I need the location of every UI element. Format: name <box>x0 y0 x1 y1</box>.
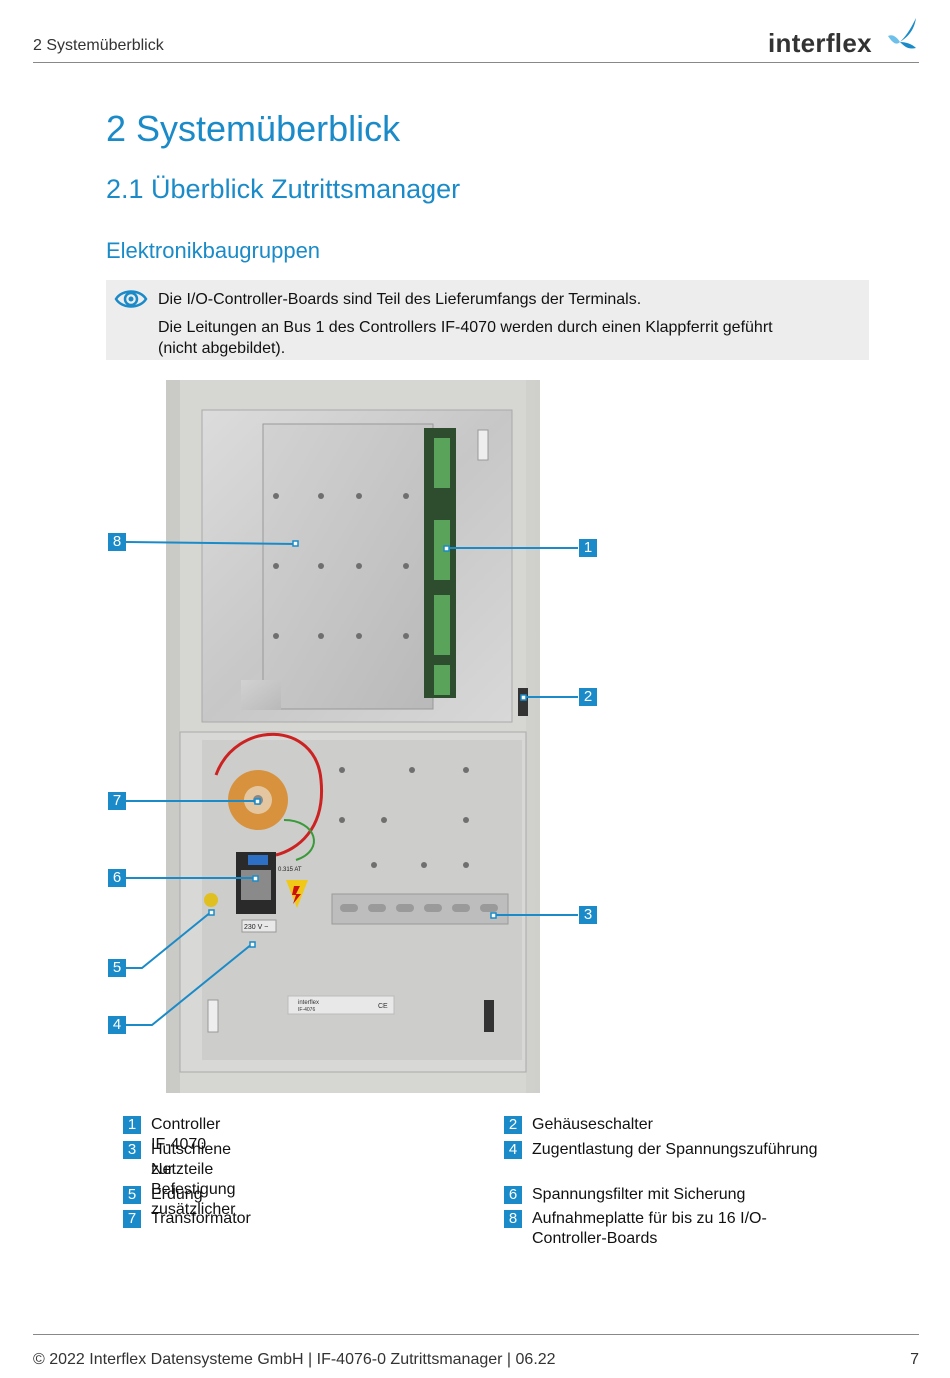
legend-number: 3 <box>123 1141 141 1159</box>
legend-text: Spannungsfilter mit Sicherung <box>532 1185 745 1205</box>
legend-number: 7 <box>123 1210 141 1228</box>
callout-7: 7 <box>108 792 126 810</box>
legend-text: Transformator <box>151 1209 251 1229</box>
legend-text-cont: Controller-Boards <box>532 1229 657 1249</box>
callout-3: 3 <box>579 906 597 924</box>
page-number: 7 <box>910 1351 919 1369</box>
callout-1: 1 <box>579 539 597 557</box>
legend-text: Erdung <box>151 1185 203 1205</box>
legend-text: Aufnahmeplatte für bis zu 16 I/O- <box>532 1209 767 1229</box>
callout-8: 8 <box>108 533 126 551</box>
legend-text: Hutschiene zur Befestigung zusätzlicher <box>151 1140 236 1220</box>
legend-number: 6 <box>504 1186 522 1204</box>
legend-number: 2 <box>504 1116 522 1134</box>
legend-text-cont: Netzteile <box>151 1160 213 1180</box>
legend-text: Zugentlastung der Spannungszuführung <box>532 1140 818 1160</box>
footer-copyright: © 2022 Interflex Datensysteme GmbH | IF-… <box>33 1351 556 1369</box>
legend-number: 1 <box>123 1116 141 1134</box>
legend-number: 5 <box>123 1186 141 1204</box>
callout-6: 6 <box>108 869 126 887</box>
legend-number: 4 <box>504 1141 522 1159</box>
callout-4: 4 <box>108 1016 126 1034</box>
legend-number: 8 <box>504 1210 522 1228</box>
legend-text: Gehäuseschalter <box>532 1115 653 1135</box>
callout-2: 2 <box>579 688 597 706</box>
footer-divider <box>33 1334 919 1335</box>
callout-5: 5 <box>108 959 126 977</box>
